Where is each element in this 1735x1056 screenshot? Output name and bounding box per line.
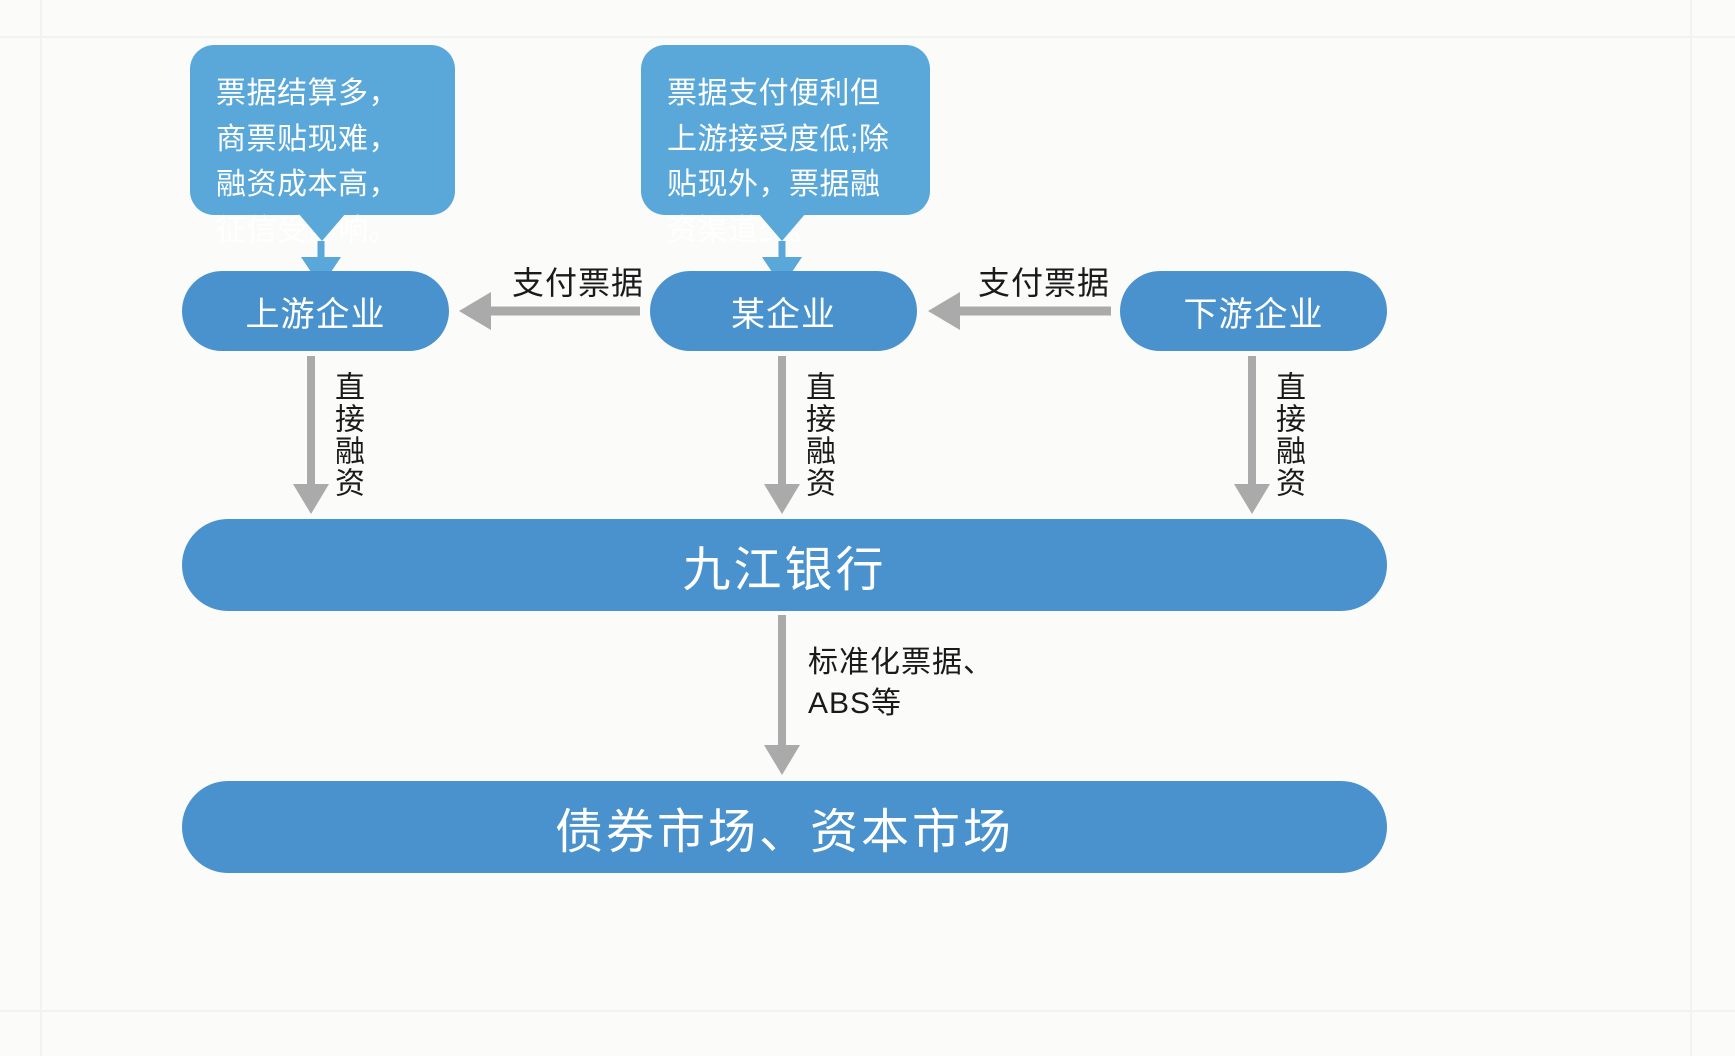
node-upstream-enterprise[interactable]: 上游企业 bbox=[182, 271, 449, 351]
node-upstream-label: 上游企业 bbox=[245, 295, 386, 334]
panel-seam bbox=[1690, 0, 1692, 1056]
arrow-shaft bbox=[1248, 356, 1256, 486]
node-bank[interactable]: 九江银行 bbox=[182, 519, 1387, 611]
panel-seam bbox=[40, 0, 42, 1056]
arrow-shaft bbox=[778, 356, 786, 486]
arrow-shaft bbox=[959, 306, 1111, 316]
arrow-shaft bbox=[307, 356, 315, 486]
node-company[interactable]: 某企业 bbox=[650, 271, 917, 351]
node-bank-label: 九江银行 bbox=[682, 544, 887, 597]
arrow-shaft bbox=[490, 306, 640, 316]
callout-upstream-issues: 票据结算多，商票贴现难，融资成本高，征信受影响。 bbox=[190, 45, 455, 247]
callout-company-text: 票据支付便利但上游接受度低;除贴现外，票据融资渠道少。 bbox=[667, 77, 890, 247]
panel-seam bbox=[0, 1010, 1735, 1012]
edge-label-direct-finance-1: 直接融资 bbox=[330, 371, 363, 499]
arrow-shaft bbox=[317, 241, 325, 259]
node-market-label: 债券市场、资本市场 bbox=[554, 806, 1014, 859]
panel-seam bbox=[0, 36, 1735, 38]
node-downstream-label: 下游企业 bbox=[1183, 295, 1324, 334]
edge-label-direct-finance-2: 直接融资 bbox=[801, 371, 834, 499]
callout-company-issues: 票据支付便利但上游接受度低;除贴现外，票据融资渠道少。 bbox=[641, 45, 930, 247]
arrow-head bbox=[764, 484, 800, 514]
arrow-shaft bbox=[778, 241, 786, 259]
node-company-label: 某企业 bbox=[731, 295, 836, 334]
arrow-head bbox=[928, 292, 960, 330]
node-market[interactable]: 债券市场、资本市场 bbox=[182, 781, 1387, 873]
arrow-head bbox=[1234, 484, 1270, 514]
edge-label-direct-finance-3: 直接融资 bbox=[1271, 371, 1304, 499]
arrow-head bbox=[293, 484, 329, 514]
arrow-head bbox=[459, 292, 491, 330]
node-downstream-enterprise[interactable]: 下游企业 bbox=[1120, 271, 1387, 351]
edge-label-pay-bill-right: 支付票据 bbox=[978, 265, 1111, 301]
callout-tail bbox=[758, 213, 806, 241]
edge-label-pay-bill-left: 支付票据 bbox=[512, 265, 645, 301]
arrow-shaft bbox=[778, 615, 786, 747]
edge-label-bank-to-market: 标准化票据、 ABS等 bbox=[808, 646, 994, 720]
arrow-head bbox=[764, 745, 800, 775]
callout-tail bbox=[298, 213, 346, 241]
